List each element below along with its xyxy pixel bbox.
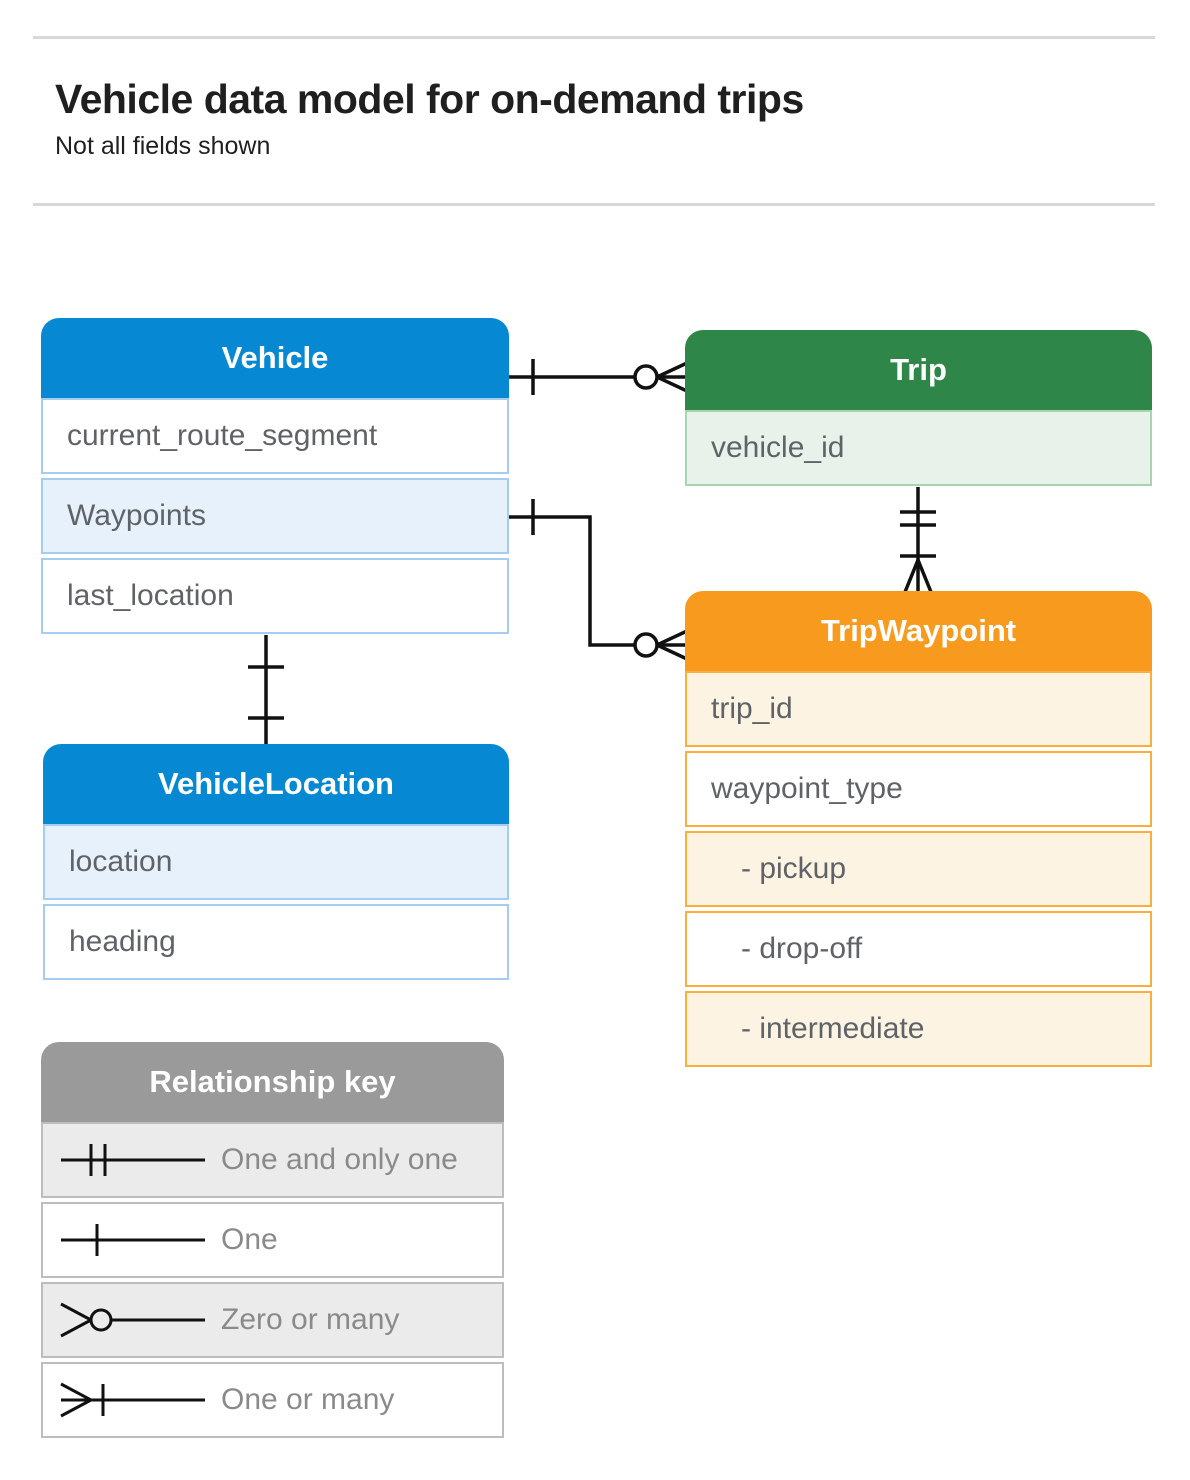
top-divider	[33, 36, 1155, 39]
field-current-route-segment: current_route_segment	[41, 398, 509, 474]
entity-vehicle: Vehicle current_route_segment Waypoints …	[41, 318, 509, 634]
one-icon	[61, 1224, 205, 1256]
legend-item-one: One	[41, 1202, 504, 1278]
connector-vehicle-vehiclelocation	[248, 635, 284, 745]
entity-vehicle-title: Vehicle	[41, 318, 509, 398]
field-location: location	[43, 824, 509, 900]
field-trip-id: trip_id	[685, 671, 1152, 747]
entity-tripwaypoint: TripWaypoint trip_id waypoint_type - pic…	[685, 591, 1152, 1067]
field-waypoint-type-pickup: - pickup	[685, 831, 1152, 907]
legend-item-one-or-many: One or many	[41, 1362, 504, 1438]
zero-or-many-icon	[60, 1302, 205, 1338]
field-vehicle-id: vehicle_id	[685, 410, 1152, 486]
connector-vehicle-trip	[509, 359, 688, 395]
field-waypoint-type-intermediate: - intermediate	[685, 991, 1152, 1067]
legend-item-one-and-only-one: One and only one	[41, 1122, 504, 1198]
entity-trip-title: Trip	[685, 330, 1152, 410]
field-last-location: last_location	[41, 558, 509, 634]
legend-label: Zero or many	[221, 1303, 400, 1336]
legend-label: One and only one	[221, 1143, 458, 1176]
legend-item-zero-or-many: Zero or many	[41, 1282, 504, 1358]
field-waypoint-type-drop-off: - drop-off	[685, 911, 1152, 987]
entity-tripwaypoint-title: TripWaypoint	[685, 591, 1152, 671]
entity-trip: Trip vehicle_id	[685, 330, 1152, 486]
relationship-key: Relationship key One and only one One	[41, 1042, 504, 1438]
connector-trip-tripwaypoint	[900, 487, 936, 593]
entity-vehiclelocation: VehicleLocation location heading	[43, 744, 509, 980]
page-subtitle: Not all fields shown	[55, 132, 271, 160]
legend-label: One	[221, 1223, 278, 1256]
one-or-many-icon	[60, 1382, 205, 1418]
page-title: Vehicle data model for on-demand trips	[55, 76, 804, 122]
header-divider	[33, 203, 1155, 206]
connector-waypoints-tripwaypoint	[509, 499, 688, 661]
entity-vehiclelocation-title: VehicleLocation	[43, 744, 509, 824]
relationship-key-title: Relationship key	[41, 1042, 504, 1122]
legend-label: One or many	[221, 1383, 395, 1416]
field-waypoints: Waypoints	[41, 478, 509, 554]
field-heading: heading	[43, 904, 509, 980]
field-waypoint-type: waypoint_type	[685, 751, 1152, 827]
one-and-only-one-icon	[61, 1144, 205, 1176]
